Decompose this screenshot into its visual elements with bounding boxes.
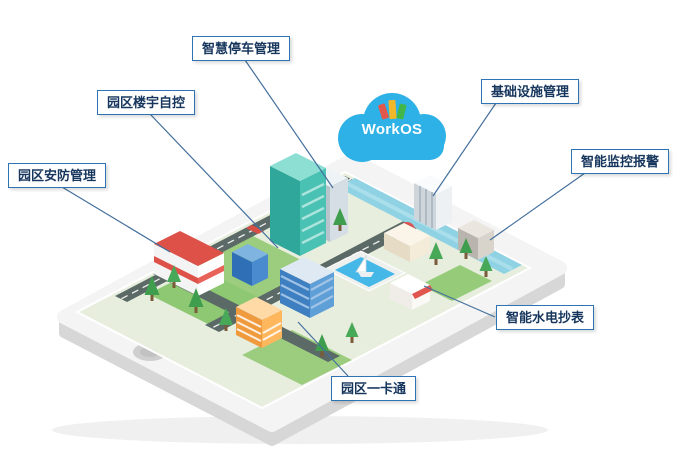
shop-awning-metering [390,274,433,310]
building-dome [384,222,430,262]
callout-building-automation: 园区楼宇自控 [97,90,196,115]
tower-teal [270,153,326,256]
trees [144,208,493,357]
pool [323,250,407,292]
leader-smart-parking [244,59,334,189]
leader-monitoring-alarm [489,172,586,241]
leader-lines [61,59,586,377]
leader-security [61,186,171,253]
callout-security: 园区安防管理 [8,163,107,188]
leader-building-automation [149,113,279,249]
workos-title: WorkOS [361,121,423,138]
building-white-infrastructure [414,175,452,230]
building-glass-blue [280,257,334,318]
logo-book-red [377,103,389,120]
callout-infrastructure: 基础设施管理 [481,79,580,104]
callout-monitoring-alarm: 智能监控报警 [571,149,670,174]
leader-utility-metering [423,285,496,318]
callout-utility-metering: 智能水电抄表 [496,305,595,330]
logo-book-yellow [387,99,397,120]
cloud-icon [338,93,446,162]
building-orange [236,297,282,348]
logo-book-green [395,103,407,120]
building-blue-small [232,244,268,286]
city [74,153,533,410]
leader-one-card [297,321,349,377]
leader-infrastructure [432,102,497,197]
callout-one-card: 园区一卡通 [331,376,417,401]
workos-cloud-label: WorkOS [338,98,446,138]
sailboat-icon [355,254,374,277]
callout-smart-parking: 智慧停车管理 [192,36,291,61]
workos-logo-icon [338,98,446,120]
